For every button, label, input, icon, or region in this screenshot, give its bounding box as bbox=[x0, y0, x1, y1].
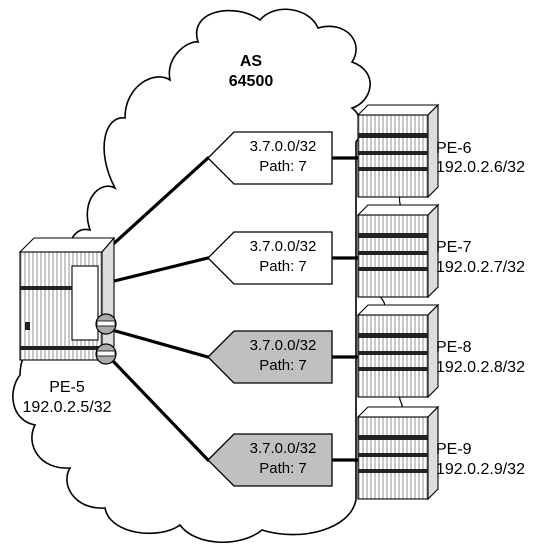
pe7-name: PE-7 bbox=[436, 239, 472, 256]
route-path-pe8: Path: 7 bbox=[259, 357, 307, 374]
router-icon-pe6 bbox=[356, 103, 440, 199]
pe5-name: PE-5 bbox=[49, 379, 85, 396]
router-icon-pe9 bbox=[356, 405, 440, 501]
route-prefix-pe8: 3.7.0.0/32 bbox=[250, 337, 317, 354]
interface-icon-lower bbox=[95, 343, 117, 365]
router-icon-pe7 bbox=[356, 203, 440, 299]
pe6-address: 192.0.2.6/32 bbox=[436, 159, 525, 176]
pe9-name: PE-9 bbox=[436, 441, 472, 458]
route-prefix-pe9: 3.7.0.0/32 bbox=[250, 440, 317, 457]
pe7-address: 192.0.2.7/32 bbox=[436, 259, 525, 276]
route-path-pe7: Path: 7 bbox=[259, 258, 307, 275]
as-label-line1: AS bbox=[240, 53, 263, 70]
pe5-address: 192.0.2.5/32 bbox=[23, 399, 112, 416]
route-path-pe9: Path: 7 bbox=[259, 460, 307, 477]
pe9-address: 192.0.2.9/32 bbox=[436, 461, 525, 478]
route-tag-pe8: 3.7.0.0/32 Path: 7 bbox=[207, 330, 333, 384]
pe6-name: PE-6 bbox=[436, 140, 472, 157]
route-tag-pe9: 3.7.0.0/32 Path: 7 bbox=[207, 433, 333, 487]
route-prefix-pe6: 3.7.0.0/32 bbox=[250, 138, 317, 155]
router-icon-pe8 bbox=[356, 303, 440, 399]
route-tag-pe7: 3.7.0.0/32 Path: 7 bbox=[207, 231, 333, 285]
route-tag-pe6: 3.7.0.0/32 Path: 7 bbox=[207, 131, 333, 185]
route-path-pe6: Path: 7 bbox=[259, 158, 307, 175]
as-number: 64500 bbox=[229, 73, 274, 90]
route-prefix-pe7: 3.7.0.0/32 bbox=[250, 238, 317, 255]
pe8-name: PE-8 bbox=[436, 339, 472, 356]
router-icon-pe5 bbox=[18, 236, 116, 362]
interface-icon-upper bbox=[95, 313, 117, 335]
pe8-address: 192.0.2.8/32 bbox=[436, 359, 525, 376]
